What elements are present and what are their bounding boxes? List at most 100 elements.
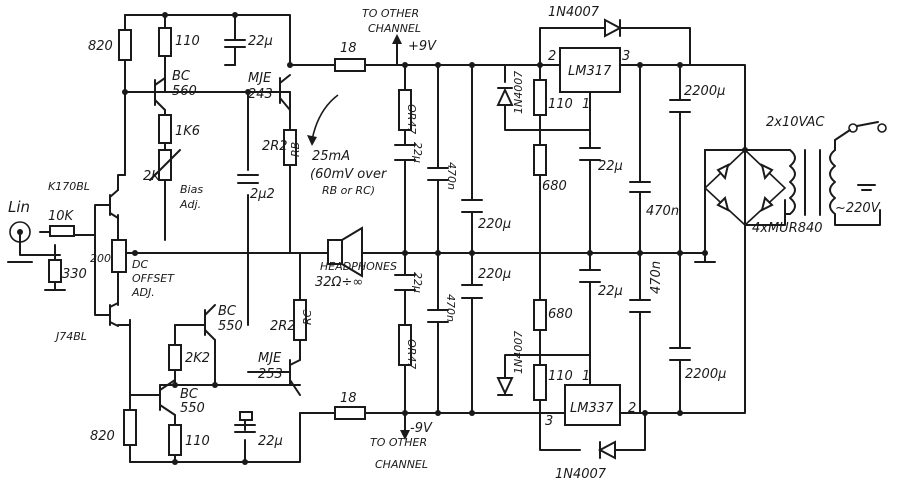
cap-470n-supply-top [629,181,651,193]
resistor-110-top [158,27,172,57]
offset-label-3: ADJ. [131,286,155,299]
rail-top-to-2: CHANNEL [368,22,421,35]
resistor-110-reg-bottom [533,364,547,401]
r-820-top-label: 820 [88,39,113,54]
cap-22u-top-label: 22μ [248,34,273,49]
cap-22u-top [224,39,246,66]
diode-bottom-label: 1N4007 [555,467,607,482]
bias-label-1: Bias [180,183,203,196]
resistor-680-bottom [533,299,547,331]
bc550a-label-1: BC [180,387,199,402]
input-label: Lin [8,198,30,216]
resistor-rc [293,299,307,341]
headphones-symbol [327,226,363,278]
offset-pot-label: 200 [90,252,111,265]
c220-top-label: 220μ [478,217,511,232]
rail-bot-to-1: TO OTHER [370,436,427,449]
bc550a-label-2: 550 [180,401,205,416]
r110-reg-bottom-label: 110 [548,369,573,384]
c22-reg-top-label: 22μ [598,159,623,174]
r18-bottom-label: 18 [340,391,357,406]
r680-bottom-label: 680 [548,307,573,322]
diode-side-bottom-label: 1N4007 [512,331,525,374]
lm317-pin3: 3 [622,49,630,64]
rc-value-label: 2R2 [270,319,296,334]
resistor-110-reg-top [533,79,547,116]
cap-470n-supply-bottom [629,299,651,313]
rail-minus-label: -9V [410,421,433,436]
c470-supply-top-label: 470n [646,204,679,219]
diode-side-bottom [496,377,514,396]
bc560-label-1: BC [172,69,191,84]
rail-bot-to-2: CHANNEL [375,458,428,471]
input-series-label: 10K [48,209,75,224]
diode-side-top [496,87,514,106]
cap-470n-top [427,167,449,181]
c22-rail-bottom-label: 22μ [411,272,424,293]
resistor-18-bottom [334,406,366,420]
regulator-lm337 [564,384,621,426]
r-1k6-label: 1K6 [175,124,200,139]
note-line-2: (60mV over [310,167,388,182]
lm337-pin2: 2 [628,401,636,416]
resistor-or47-top [398,89,412,131]
mains-switch [848,121,887,191]
r-110-bottom-label: 110 [185,434,210,449]
resistor-820-bottom [123,409,137,446]
bridge-label: 4xMUR840 [752,221,823,236]
offset-label-1: DC [132,258,148,271]
rc-label: RC [301,309,314,325]
resistor-or47-bottom [398,324,412,366]
r-110-top-label: 110 [175,34,200,49]
c22-reg-bottom-label: 22μ [598,284,623,299]
cap-22u-rail-top [394,144,416,161]
bias-pot-arrow [149,149,181,181]
c22-rail-top-label: 22μ [411,142,424,163]
c470-supply-bottom-label: 470n [649,261,664,294]
bridge-rectifier [703,148,787,227]
input-shunt-resistor [48,259,62,283]
c2200-bottom-label: 2200μ [685,367,726,382]
resistor-18-top [334,58,366,72]
jfet-j74bl [109,302,119,327]
jfet-k170bl [109,189,119,219]
cap-22u-rail-bottom [394,274,416,291]
impedance-label: 32Ω÷∞ [315,275,363,290]
resistor-2k2 [168,344,182,371]
cap-220u-bottom [461,284,483,299]
rb-value-label: 2R2 [262,139,288,154]
c470-top-label: 470n [445,162,458,190]
rail-plus-label: +9V [408,39,437,54]
r110-reg-top-label: 110 [548,97,573,112]
c220-bottom-label: 220μ [478,267,511,282]
mje253-label-2: 253 [258,367,283,382]
diode-top-horizontal [604,18,623,38]
cap-2u2 [237,174,259,184]
c2200-top-label: 2200μ [684,84,725,99]
transformer [784,129,881,226]
mains-label: ~220V [835,201,881,216]
cap-220u-top [461,199,483,213]
headphones-label: HEADPHONES [320,260,397,273]
input-shunt-label: 330 [62,267,87,282]
diode-bottom-horizontal [597,440,616,460]
c470-bottom-label: 470n [444,294,457,322]
rb-label: RB [289,142,302,157]
input-series-resistor [49,225,75,237]
rail-arrow-bottom [400,412,410,440]
transistor-mje243 [247,74,291,111]
or47-bottom-label: OR47 [405,339,418,369]
rail-top-to-1: TO OTHER [362,7,419,20]
lm317-pin2: 2 [548,49,556,64]
cap-22u-reg-bottom [579,269,601,283]
dc-offset-pot [111,239,127,273]
transformer-label: 2x10VAC [766,115,825,130]
junction-dots [122,12,748,465]
cap-22u-bottom [234,411,256,433]
resistor-1k6 [158,114,172,144]
r680-top-label: 680 [542,179,567,194]
bc550b-label-1: BC [218,304,237,319]
note-line-3: RB or RC) [322,184,375,197]
mje253-label-1: MJE [258,351,282,366]
